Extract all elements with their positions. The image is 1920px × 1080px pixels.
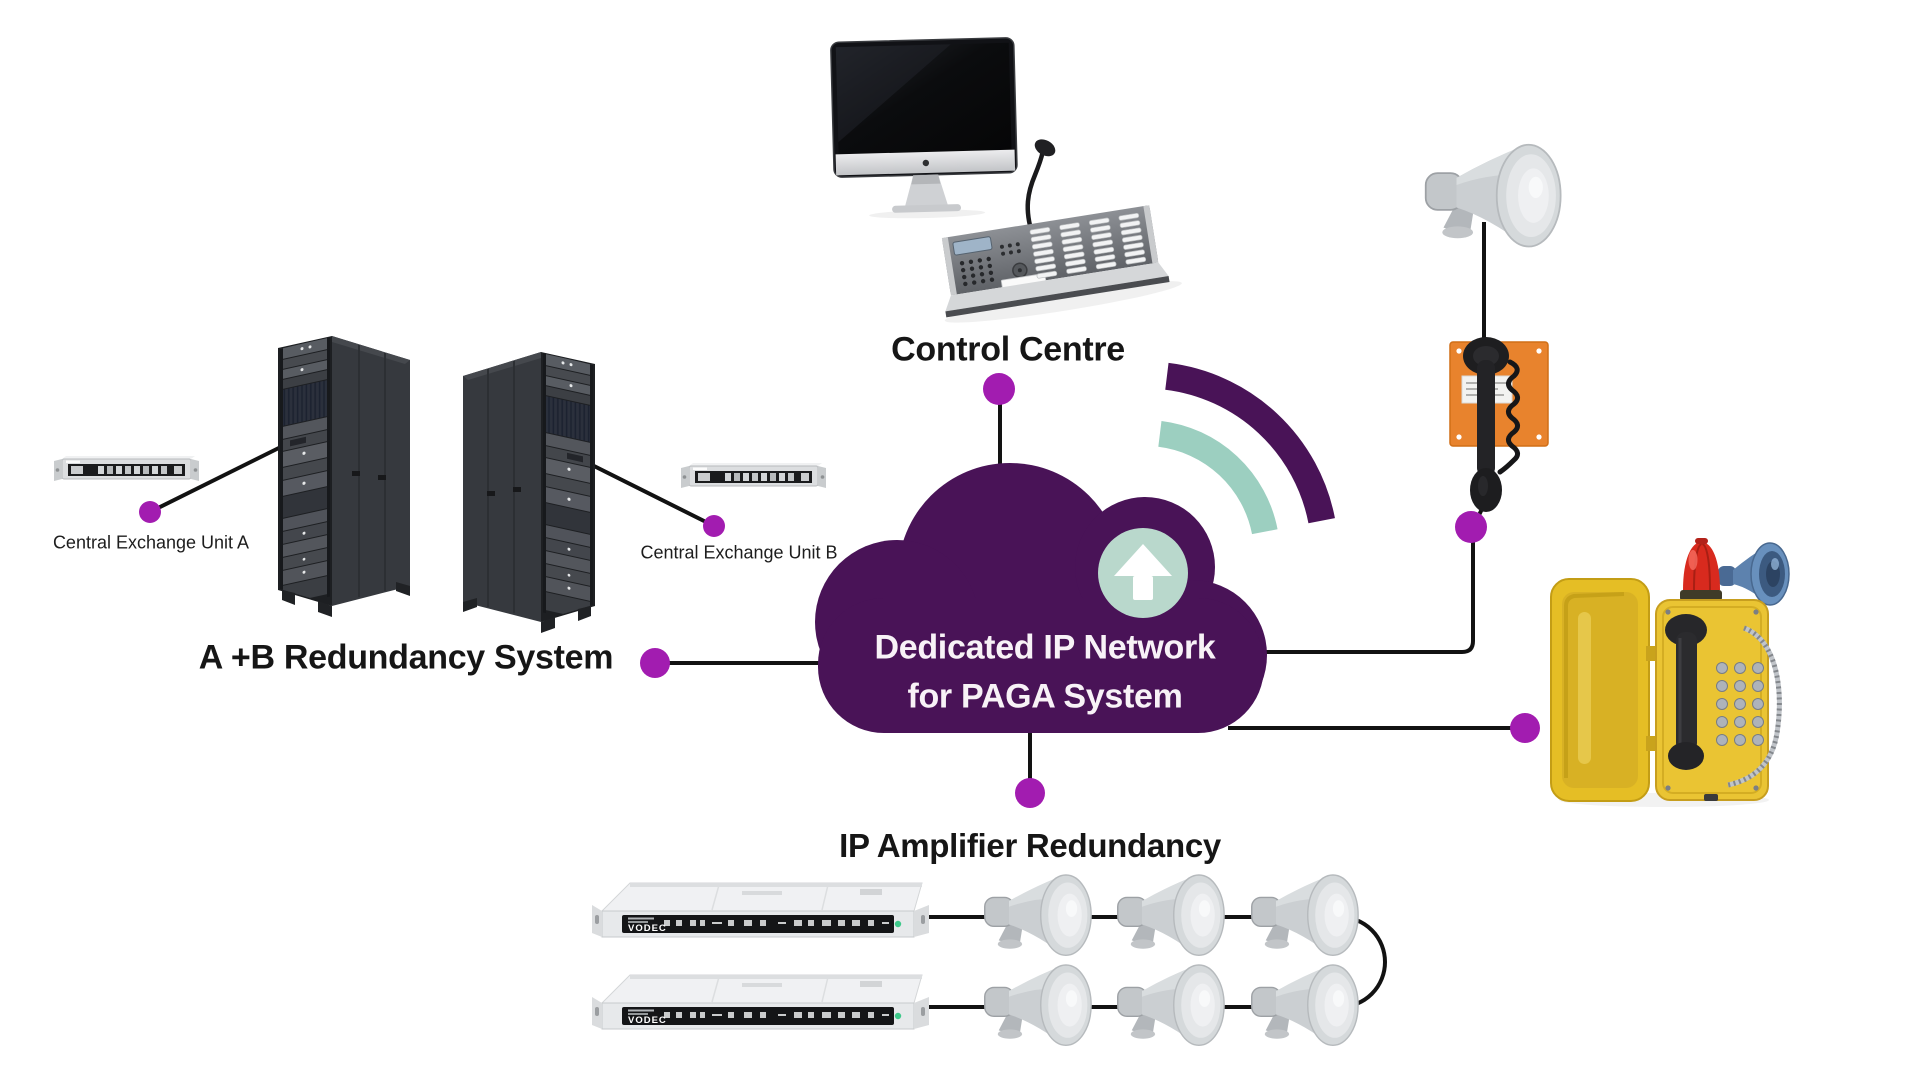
- up-arrow-icon: [1098, 528, 1188, 618]
- horn-sounder-icon: [1718, 542, 1790, 606]
- horn-speaker-icon: [1117, 874, 1225, 956]
- server-rack-b-icon: [463, 346, 595, 633]
- node-dot-icon: [139, 501, 161, 523]
- horn-speaker-icon: [984, 964, 1092, 1046]
- node-dot-icon: [1510, 713, 1540, 743]
- paging-console-icon: [941, 139, 1182, 323]
- horn-speaker-icon: [1251, 874, 1359, 956]
- gooseneck-microphone-icon: [1025, 139, 1056, 235]
- node-dots: [139, 373, 1540, 808]
- ip-amplifier-1-icon: VODEC: [591, 882, 930, 938]
- node-dot-icon: [703, 515, 725, 537]
- horn-speaker-icon: [1117, 964, 1225, 1046]
- node-dot-icon: [640, 648, 670, 678]
- ip-amplifier-2-icon: VODEC: [591, 974, 930, 1030]
- weatherproof-telephone-icon: [1550, 538, 1790, 807]
- central-exchange-a-label: Central Exchange Unit A: [52, 532, 250, 553]
- control-centre-label: Control Centre: [891, 330, 1125, 369]
- redundancy-system-label: A +B Redundancy System: [198, 638, 614, 677]
- central-exchange-b-label: Central Exchange Unit B: [640, 542, 838, 563]
- horn-speaker-icon: [1251, 964, 1359, 1046]
- central-exchange-unit-a-icon: [53, 455, 200, 482]
- horn-speaker-icon: [984, 874, 1092, 956]
- ip-amplifier-redundancy-label: IP Amplifier Redundancy: [839, 827, 1221, 864]
- server-rack-a-icon: [278, 330, 410, 617]
- cloud-title-line1: Dedicated IP Network: [874, 628, 1216, 667]
- node-dot-icon: [1455, 511, 1487, 543]
- wifi-signal-icon: [1157, 362, 1335, 535]
- desktop-monitor-icon: [830, 37, 1018, 219]
- node-dot-icon: [1015, 778, 1045, 808]
- node-dot-icon: [983, 373, 1015, 405]
- central-exchange-unit-b-icon: [680, 462, 827, 489]
- amplifier-brand-text: VODEC: [628, 1015, 667, 1026]
- horn-speaker-icon: [1424, 143, 1562, 248]
- alarm-beacon-icon: [1680, 538, 1722, 601]
- wall-telephone-icon: [1449, 337, 1549, 512]
- speaker-loop: [984, 874, 1359, 1046]
- cloud-title-line2: for PAGA System: [907, 677, 1183, 716]
- network-cloud-icon: [815, 362, 1335, 733]
- amplifier-brand-text: VODEC: [628, 923, 667, 934]
